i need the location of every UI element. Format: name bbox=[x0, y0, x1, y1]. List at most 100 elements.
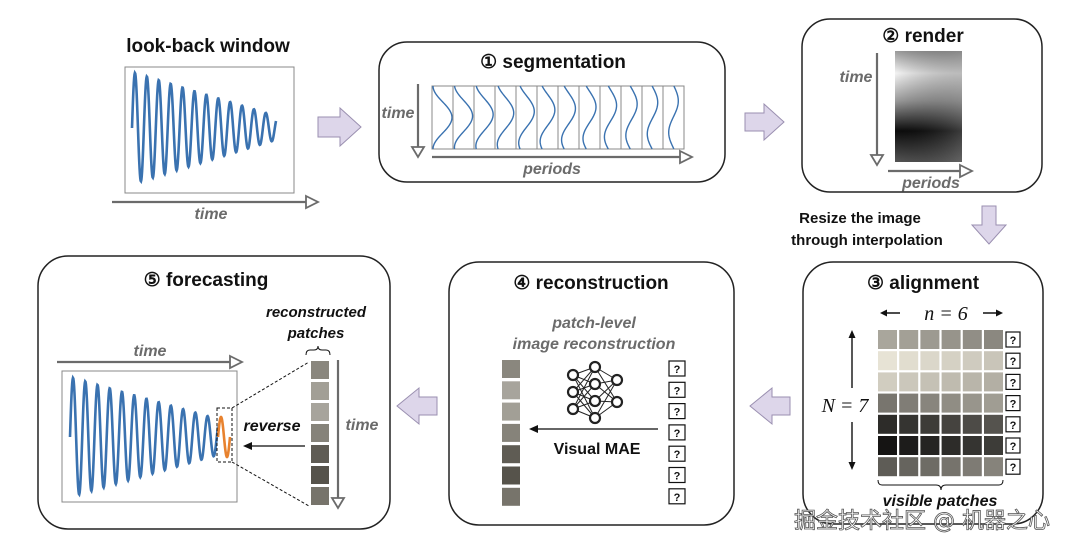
reconstructed-patch bbox=[311, 445, 329, 463]
visible-patch bbox=[941, 393, 961, 413]
flow-arrow-down-icon bbox=[970, 205, 1008, 245]
visible-patch bbox=[984, 414, 1003, 434]
neural-network-icon bbox=[566, 360, 624, 425]
masked-patch bbox=[1005, 458, 1021, 475]
masked-patch bbox=[668, 488, 686, 505]
reconstructed-patches-label-line1: reconstructed bbox=[266, 304, 367, 321]
segment-period-curve bbox=[518, 85, 535, 150]
visible-patch bbox=[941, 414, 961, 434]
forecasting-patch-column bbox=[311, 361, 329, 505]
nn-node bbox=[566, 368, 580, 382]
mask-question-icon: ? bbox=[674, 471, 681, 483]
alignment-panel-border bbox=[802, 261, 1044, 525]
visible-patch bbox=[899, 436, 919, 455]
reconstructed-patches-label-line2: patches bbox=[287, 325, 345, 342]
nn-node bbox=[566, 402, 580, 416]
forecasting-patch-time-label: time bbox=[346, 417, 379, 434]
segment-period-curve bbox=[475, 85, 494, 150]
nn-node bbox=[588, 377, 602, 391]
reconstruction-panel-border bbox=[448, 261, 735, 526]
lookback-series-line bbox=[130, 69, 278, 185]
mask-question-icon: ? bbox=[674, 385, 681, 397]
lookback-xlabel: time bbox=[195, 206, 228, 223]
n-label: n = 6 bbox=[924, 303, 968, 325]
nn-node bbox=[566, 385, 580, 399]
mask-question-icon: ? bbox=[674, 449, 681, 461]
visible-patches-brace bbox=[877, 479, 1004, 491]
masked-patch bbox=[1005, 373, 1021, 390]
segment-period-curve bbox=[603, 85, 618, 150]
lookback-title: look-back window bbox=[126, 36, 290, 57]
visible-patch bbox=[920, 414, 940, 434]
reconstruction-subtitle-line1: patch-level bbox=[551, 315, 636, 332]
visible-patch bbox=[941, 372, 961, 392]
reconstructed-patch bbox=[502, 402, 520, 421]
transition-note-line2: through interpolation bbox=[791, 232, 943, 249]
mask-question-icon: ? bbox=[674, 492, 681, 504]
visible-patch bbox=[899, 372, 919, 392]
visible-patch bbox=[962, 457, 982, 477]
visible-patch bbox=[899, 414, 919, 434]
render-periods-arrowhead-icon bbox=[959, 163, 975, 179]
lookback-time-axis-arrowhead-icon bbox=[305, 194, 321, 210]
segmentation-title: ① segmentation bbox=[480, 52, 626, 73]
visible-patch bbox=[920, 372, 940, 392]
visible-patch bbox=[941, 330, 961, 349]
visible-patch bbox=[962, 393, 982, 413]
segment-period-curve bbox=[560, 85, 577, 150]
visible-patch bbox=[878, 436, 897, 455]
reconstructed-patches-brace bbox=[305, 345, 331, 356]
visible-patch bbox=[899, 330, 919, 349]
flow-arrow-right-icon bbox=[317, 106, 362, 148]
render-title: ② render bbox=[882, 26, 964, 47]
step-segmentation-panel: ① segmentation time periods bbox=[378, 41, 726, 183]
forecasting-predicted-line bbox=[216, 415, 232, 459]
nn-node bbox=[588, 411, 602, 425]
masked-patch bbox=[1005, 416, 1021, 433]
visible-patch bbox=[941, 457, 961, 477]
reverse-arrowhead-icon bbox=[243, 442, 252, 450]
n-arrowhead-left-icon bbox=[880, 309, 887, 317]
reconstruction-subtitle-line2: image reconstruction bbox=[513, 336, 676, 353]
visible-patch bbox=[920, 351, 940, 371]
masked-patch bbox=[668, 403, 686, 420]
reconstructed-patch bbox=[502, 360, 520, 378]
masked-patch bbox=[668, 360, 686, 377]
visible-patch bbox=[899, 457, 919, 477]
flow-arrow-right-icon bbox=[744, 102, 785, 142]
visible-patch bbox=[941, 351, 961, 371]
visible-patch bbox=[984, 372, 1003, 392]
visible-patch bbox=[984, 330, 1003, 349]
render-ylabel: time bbox=[840, 69, 873, 86]
segmentation-periods-arrowhead-icon bbox=[679, 149, 695, 165]
nn-edge bbox=[594, 366, 618, 403]
nn-node bbox=[610, 373, 624, 387]
masked-patch bbox=[668, 381, 686, 398]
masked-patch bbox=[1005, 395, 1021, 412]
N-arrowhead-up-icon bbox=[848, 330, 856, 338]
mask-question-icon: ? bbox=[1010, 335, 1017, 347]
visible-patch bbox=[920, 436, 940, 455]
alignment-masked-patches: ??????? bbox=[1005, 331, 1021, 475]
step-render-panel: ② render time periods bbox=[801, 18, 1043, 193]
reconstructed-patch bbox=[502, 445, 520, 464]
visible-patch bbox=[962, 372, 982, 392]
visual-mae-label: Visual MAE bbox=[554, 441, 641, 458]
masked-patch-column: ??????? bbox=[668, 360, 686, 505]
masked-patch bbox=[1005, 352, 1021, 369]
render-time-arrowhead-icon bbox=[869, 154, 885, 167]
forecasting-xlabel: time bbox=[134, 343, 167, 360]
visible-patch bbox=[878, 414, 897, 434]
step-forecasting-panel: ⑤ forecasting reconstructed patches time… bbox=[37, 255, 391, 530]
mask-question-icon: ? bbox=[1010, 441, 1017, 453]
N-label: N = 7 bbox=[821, 395, 870, 417]
reconstructed-patch bbox=[502, 423, 520, 442]
forecasting-time-arrowhead-icon bbox=[229, 354, 245, 370]
forecast-highlight-box bbox=[216, 407, 233, 463]
mask-question-icon: ? bbox=[674, 364, 681, 376]
step-alignment-panel: ③ alignment n = 6 N = 7 ??????? visible … bbox=[802, 261, 1044, 525]
segment-period-curve bbox=[432, 85, 453, 150]
reconstructed-patch bbox=[311, 424, 329, 442]
visible-patch bbox=[920, 393, 940, 413]
reconstructed-patch bbox=[502, 466, 520, 485]
